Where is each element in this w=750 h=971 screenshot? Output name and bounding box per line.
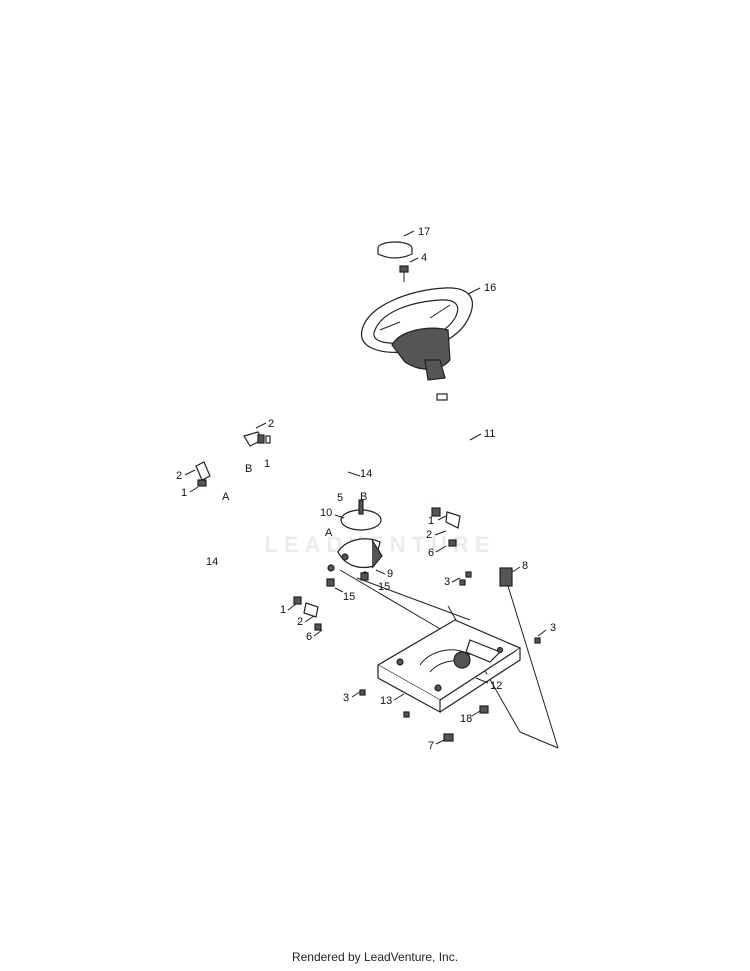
callout-7: 7 bbox=[428, 740, 434, 752]
sector-gear-part[interactable] bbox=[327, 499, 383, 579]
callout-b-center: B bbox=[360, 491, 367, 503]
callout-2-lower: 2 bbox=[297, 616, 303, 628]
callout-8: 8 bbox=[522, 560, 528, 572]
callout-1-right: 1 bbox=[428, 515, 434, 527]
callout-16: 16 bbox=[484, 282, 496, 294]
drag-link-upper-part[interactable] bbox=[272, 438, 434, 503]
callout-18: 18 bbox=[460, 713, 472, 725]
ball-joint-lower-bottom[interactable] bbox=[293, 596, 322, 631]
steering-shaft-part[interactable] bbox=[436, 393, 508, 569]
callout-15-right: 15 bbox=[378, 581, 390, 593]
callout-1-upper: 1 bbox=[264, 458, 270, 470]
callout-2-right: 2 bbox=[426, 529, 432, 541]
steering-wheel-part[interactable] bbox=[360, 287, 473, 381]
callout-4: 4 bbox=[421, 252, 427, 264]
nut-part-7[interactable] bbox=[443, 733, 454, 742]
callout-10: 10 bbox=[320, 507, 332, 519]
ball-joint-upper-right[interactable] bbox=[431, 507, 461, 547]
steering-cap-part[interactable] bbox=[377, 241, 413, 259]
callout-15-left: 15 bbox=[343, 591, 355, 603]
nut-part-15[interactable] bbox=[326, 572, 369, 587]
nut-part-18[interactable] bbox=[479, 705, 489, 714]
callout-11: 11 bbox=[484, 428, 495, 440]
callout-3-left: 3 bbox=[343, 692, 349, 704]
callout-6-right: 6 bbox=[428, 547, 434, 559]
callout-14-lower: 14 bbox=[206, 556, 218, 568]
steering-plate-part[interactable] bbox=[376, 619, 522, 714]
callout-a-center: A bbox=[325, 527, 333, 539]
callout-3-right: 3 bbox=[550, 622, 556, 634]
ball-joint-lower-top[interactable] bbox=[195, 461, 211, 487]
callout-9: 9 bbox=[387, 568, 393, 580]
footer-credit: Rendered by LeadVenture, Inc. bbox=[291, 950, 459, 964]
pinion-gear-part[interactable] bbox=[499, 567, 513, 587]
callout-6-lower: 6 bbox=[306, 631, 312, 643]
ball-joint-upper-left[interactable] bbox=[243, 431, 271, 447]
bolt-part-3[interactable] bbox=[359, 571, 541, 718]
callout-17: 17 bbox=[418, 226, 430, 238]
callout-5: 5 bbox=[337, 492, 343, 504]
callout-3-top: 3 bbox=[444, 576, 450, 588]
callout-13: 13 bbox=[380, 695, 392, 707]
callout-2-lower-top: 2 bbox=[176, 470, 182, 482]
leader-lines bbox=[184, 230, 547, 745]
callout-1-lower-top: 1 bbox=[181, 487, 187, 499]
callout-a-lower: A bbox=[222, 491, 230, 503]
drag-link-lower-part[interactable] bbox=[204, 491, 291, 602]
bolt-part-4[interactable] bbox=[399, 265, 409, 282]
callout-b-upper: B bbox=[245, 463, 252, 475]
callout-1-lower: 1 bbox=[280, 604, 286, 616]
callout-2-upper: 2 bbox=[268, 418, 274, 430]
callout-14-upper: 14 bbox=[360, 468, 372, 480]
callout-12: 12 bbox=[490, 680, 502, 692]
